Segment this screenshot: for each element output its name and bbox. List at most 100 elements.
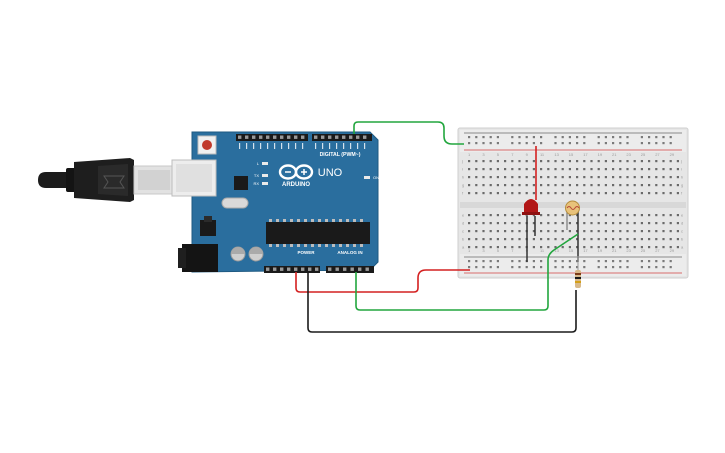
rail-hole[interactable]: [626, 136, 629, 139]
terminal-hole[interactable]: [482, 214, 485, 217]
terminal-hole[interactable]: [597, 176, 600, 179]
header-pin[interactable]: [301, 267, 305, 271]
terminal-hole[interactable]: [626, 222, 629, 225]
terminal-hole[interactable]: [648, 160, 651, 163]
terminal-hole[interactable]: [504, 246, 507, 249]
rail-hole[interactable]: [619, 142, 622, 145]
terminal-hole[interactable]: [662, 246, 665, 249]
terminal-hole[interactable]: [525, 214, 528, 217]
terminal-hole[interactable]: [496, 214, 499, 217]
rail-hole[interactable]: [511, 260, 514, 263]
rail-hole[interactable]: [532, 136, 535, 139]
terminal-hole[interactable]: [511, 238, 514, 241]
terminal-hole[interactable]: [568, 168, 571, 171]
header-pin[interactable]: [343, 267, 347, 271]
terminal-hole[interactable]: [633, 246, 636, 249]
terminal-hole[interactable]: [468, 192, 471, 195]
terminal-hole[interactable]: [662, 192, 665, 195]
terminal-hole[interactable]: [540, 230, 543, 233]
terminal-hole[interactable]: [655, 222, 658, 225]
terminal-hole[interactable]: [554, 222, 557, 225]
terminal-hole[interactable]: [511, 160, 514, 163]
terminal-hole[interactable]: [633, 214, 636, 217]
terminal-hole[interactable]: [619, 222, 622, 225]
terminal-hole[interactable]: [561, 246, 564, 249]
terminal-hole[interactable]: [655, 192, 658, 195]
header-pin[interactable]: [328, 267, 332, 271]
rail-hole[interactable]: [648, 142, 651, 145]
terminal-hole[interactable]: [561, 176, 564, 179]
rail-hole[interactable]: [604, 260, 607, 263]
terminal-hole[interactable]: [648, 214, 651, 217]
terminal-hole[interactable]: [590, 184, 593, 187]
wire-digital-to-led[interactable]: [353, 121, 464, 145]
usb-cable[interactable]: [38, 158, 175, 202]
terminal-hole[interactable]: [475, 230, 478, 233]
terminal-hole[interactable]: [612, 160, 615, 163]
terminal-hole[interactable]: [489, 160, 492, 163]
header-pin[interactable]: [365, 267, 369, 271]
rail-hole[interactable]: [489, 266, 492, 269]
terminal-hole[interactable]: [554, 214, 557, 217]
terminal-hole[interactable]: [525, 168, 528, 171]
terminal-hole[interactable]: [612, 238, 615, 241]
rail-hole[interactable]: [568, 136, 571, 139]
rail-hole[interactable]: [518, 260, 521, 263]
rail-hole[interactable]: [583, 260, 586, 263]
terminal-hole[interactable]: [511, 214, 514, 217]
terminal-hole[interactable]: [518, 238, 521, 241]
rail-hole[interactable]: [482, 142, 485, 145]
terminal-hole[interactable]: [633, 184, 636, 187]
terminal-hole[interactable]: [504, 222, 507, 225]
rail-hole[interactable]: [561, 136, 564, 139]
terminal-hole[interactable]: [496, 230, 499, 233]
terminal-hole[interactable]: [554, 246, 557, 249]
rail-hole[interactable]: [482, 136, 485, 139]
terminal-hole[interactable]: [633, 168, 636, 171]
terminal-hole[interactable]: [648, 192, 651, 195]
terminal-hole[interactable]: [482, 168, 485, 171]
rail-hole[interactable]: [568, 260, 571, 263]
terminal-hole[interactable]: [489, 230, 492, 233]
terminal-hole[interactable]: [633, 192, 636, 195]
terminal-hole[interactable]: [655, 214, 658, 217]
terminal-hole[interactable]: [669, 246, 672, 249]
terminal-hole[interactable]: [561, 230, 564, 233]
terminal-hole[interactable]: [504, 238, 507, 241]
terminal-hole[interactable]: [525, 160, 528, 163]
terminal-hole[interactable]: [504, 230, 507, 233]
terminal-hole[interactable]: [554, 176, 557, 179]
terminal-hole[interactable]: [511, 192, 514, 195]
terminal-hole[interactable]: [482, 222, 485, 225]
terminal-hole[interactable]: [468, 214, 471, 217]
terminal-hole[interactable]: [583, 192, 586, 195]
header-pin[interactable]: [363, 135, 367, 139]
rail-hole[interactable]: [540, 260, 543, 263]
terminal-hole[interactable]: [525, 184, 528, 187]
terminal-hole[interactable]: [554, 238, 557, 241]
terminal-hole[interactable]: [561, 160, 564, 163]
terminal-hole[interactable]: [604, 222, 607, 225]
rail-hole[interactable]: [540, 266, 543, 269]
terminal-hole[interactable]: [676, 230, 679, 233]
terminal-hole[interactable]: [612, 230, 615, 233]
rail-hole[interactable]: [489, 136, 492, 139]
terminal-hole[interactable]: [619, 246, 622, 249]
rail-hole[interactable]: [496, 260, 499, 263]
terminal-hole[interactable]: [676, 176, 679, 179]
rail-hole[interactable]: [525, 136, 528, 139]
terminal-hole[interactable]: [496, 238, 499, 241]
rail-hole[interactable]: [626, 266, 629, 269]
terminal-hole[interactable]: [518, 192, 521, 195]
terminal-hole[interactable]: [583, 176, 586, 179]
resistor[interactable]: [575, 256, 581, 288]
terminal-hole[interactable]: [612, 246, 615, 249]
header-pin[interactable]: [314, 135, 318, 139]
terminal-hole[interactable]: [468, 176, 471, 179]
terminal-hole[interactable]: [612, 222, 615, 225]
rail-hole[interactable]: [597, 142, 600, 145]
terminal-hole[interactable]: [669, 238, 672, 241]
terminal-hole[interactable]: [676, 160, 679, 163]
terminal-hole[interactable]: [489, 246, 492, 249]
terminal-hole[interactable]: [475, 168, 478, 171]
